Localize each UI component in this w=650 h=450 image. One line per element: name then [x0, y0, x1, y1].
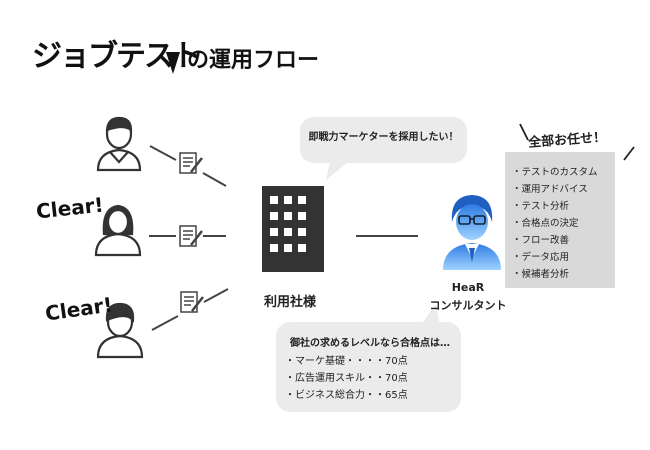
- test-sheet-icon-2: [179, 225, 203, 247]
- proposal-item: ・マーケ基礎・・・・70点: [285, 356, 408, 367]
- proposal-item: ・広告運用スキル・・70点: [285, 373, 408, 384]
- proposal-bubble: [276, 322, 461, 412]
- services-panel: [505, 152, 615, 288]
- test-sheet-icon-3: [180, 291, 204, 313]
- logo-pencil-icon: [166, 52, 180, 74]
- service-item: ・候補者分析: [512, 269, 570, 280]
- consultant-title: コンサルタント: [429, 299, 507, 312]
- test-sheet-icon-1: [179, 152, 203, 174]
- proposal-item: ・ビジネス総合力・・65点: [285, 390, 408, 401]
- heading-slash-right: [623, 146, 635, 161]
- company-label: 利用社様: [264, 295, 317, 310]
- proposal-title: 御社の求めるレベルなら合格点は…: [290, 338, 450, 349]
- company-building-icon: [262, 186, 324, 272]
- candidate-2-icon: [94, 204, 142, 257]
- heading-slash-left: [519, 123, 529, 141]
- proposal-bubble-tail: [420, 304, 440, 326]
- service-item: ・データ応用: [512, 252, 570, 263]
- service-item: ・運用アドバイス: [512, 184, 588, 195]
- consultant-icon: [443, 195, 501, 270]
- candidate-1-icon: [96, 116, 142, 172]
- logo-wordmark: ジョブテスト: [32, 39, 202, 74]
- service-item: ・フロー改善: [512, 235, 570, 246]
- service-item: ・合格点の決定: [512, 218, 579, 229]
- candidate-connectors: [149, 145, 229, 331]
- page-title: の運用フロー: [187, 48, 320, 73]
- company-speech-text: 即戦力マーケターを採用したい！: [308, 132, 459, 143]
- consultant-name: HeaR: [451, 281, 485, 294]
- company-speech-bubble: [300, 117, 467, 163]
- service-item: ・テスト分析: [512, 201, 570, 212]
- service-item: ・テストのカスタム: [512, 167, 598, 178]
- speech-bubble-tail: [326, 162, 348, 180]
- candidate-3-icon: [96, 302, 144, 359]
